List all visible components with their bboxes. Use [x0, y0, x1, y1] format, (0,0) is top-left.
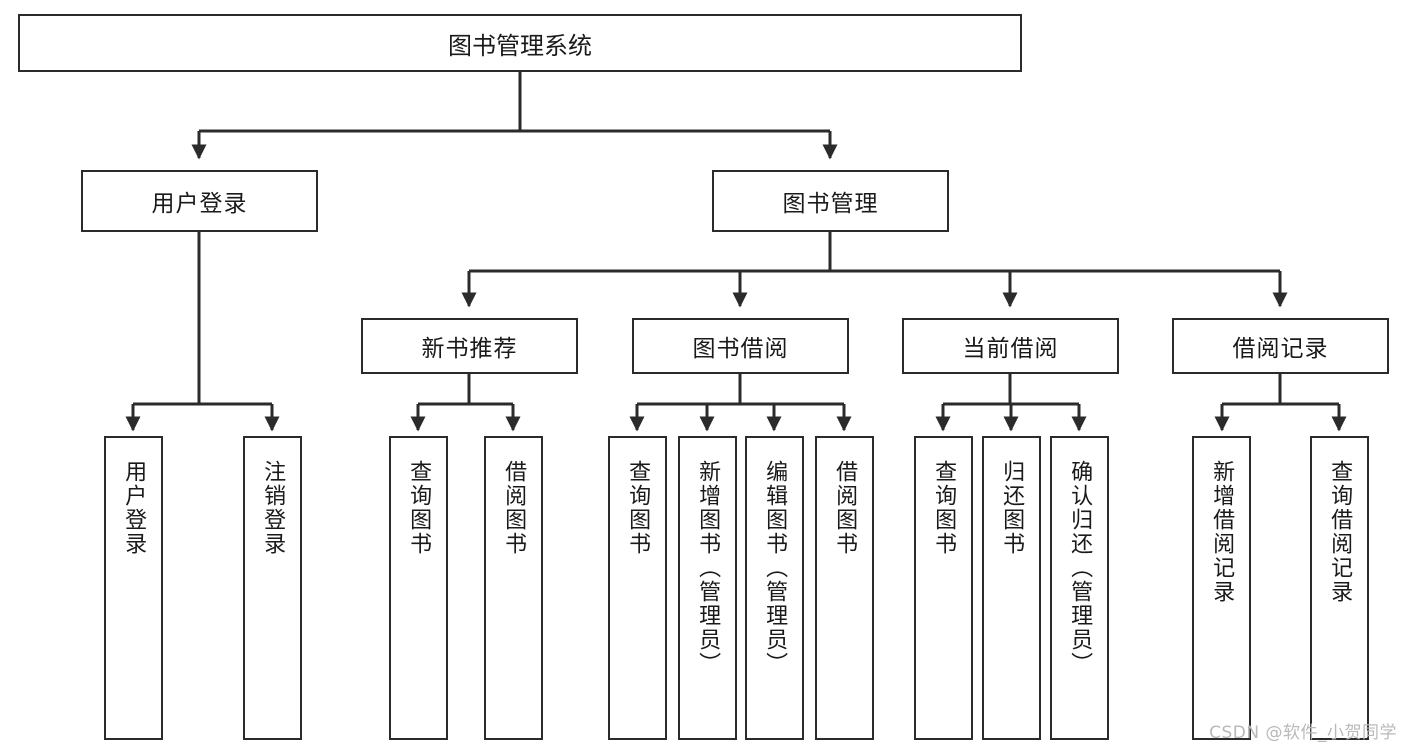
node-leaf-add-borrow-record-label: 新增借阅记录: [1209, 460, 1235, 604]
node-leaf-query-book-1[interactable]: 查询图书: [389, 436, 448, 740]
node-leaf-add-borrow-record[interactable]: 新增借阅记录: [1192, 436, 1251, 740]
node-root[interactable]: 图书管理系统: [18, 14, 1022, 72]
node-leaf-borrow-book-2[interactable]: 借阅图书: [815, 436, 874, 740]
node-leaf-edit-book[interactable]: 编辑图书（管理员）: [745, 436, 804, 740]
node-leaf-borrow-book-1[interactable]: 借阅图书: [484, 436, 543, 740]
node-leaf-query-book-3[interactable]: 查询图书: [914, 436, 973, 740]
node-leaf-borrow-book-1-label: 借阅图书: [501, 460, 527, 556]
node-leaf-query-book-1-label: 查询图书: [406, 460, 432, 556]
node-leaf-logout-login[interactable]: 注销登录: [243, 436, 302, 740]
node-leaf-query-book-2[interactable]: 查询图书: [608, 436, 667, 740]
node-book-borrow-label: 图书借阅: [692, 336, 789, 362]
node-current-borrow-label: 当前借阅: [962, 336, 1059, 362]
node-user-login-label: 用户登录: [151, 191, 248, 217]
node-current-borrow[interactable]: 当前借阅: [902, 318, 1119, 374]
node-new-book-recommend-label: 新书推荐: [421, 336, 518, 362]
watermark-text: CSDN @软件_小贺同学: [1209, 723, 1397, 743]
node-borrow-record[interactable]: 借阅记录: [1172, 318, 1389, 374]
node-leaf-return-book-label: 归还图书: [999, 460, 1025, 556]
node-leaf-query-book-3-label: 查询图书: [931, 460, 957, 556]
node-leaf-query-book-2-label: 查询图书: [625, 460, 651, 556]
node-leaf-user-login[interactable]: 用户登录: [104, 436, 163, 740]
node-user-login[interactable]: 用户登录: [81, 170, 318, 232]
node-leaf-query-borrow-record-label: 查询借阅记录: [1327, 460, 1353, 604]
node-root-label: 图书管理系统: [448, 31, 592, 60]
node-leaf-user-login-label: 用户登录: [121, 460, 147, 556]
node-leaf-confirm-return[interactable]: 确认归还（管理员）: [1050, 436, 1109, 740]
node-leaf-confirm-return-label: 确认归还（管理员）: [1067, 460, 1093, 676]
node-leaf-query-borrow-record[interactable]: 查询借阅记录: [1310, 436, 1369, 740]
node-new-book-recommend[interactable]: 新书推荐: [361, 318, 578, 374]
node-book-manage[interactable]: 图书管理: [712, 170, 949, 232]
node-leaf-borrow-book-2-label: 借阅图书: [832, 460, 858, 556]
node-leaf-return-book[interactable]: 归还图书: [982, 436, 1041, 740]
node-leaf-logout-login-label: 注销登录: [260, 460, 286, 556]
node-leaf-add-book[interactable]: 新增图书（管理员）: [678, 436, 737, 740]
node-leaf-add-book-label: 新增图书（管理员）: [695, 460, 721, 676]
node-leaf-edit-book-label: 编辑图书（管理员）: [762, 460, 788, 676]
node-borrow-record-label: 借阅记录: [1232, 336, 1329, 362]
node-book-borrow[interactable]: 图书借阅: [632, 318, 849, 374]
node-book-manage-label: 图书管理: [782, 191, 879, 217]
